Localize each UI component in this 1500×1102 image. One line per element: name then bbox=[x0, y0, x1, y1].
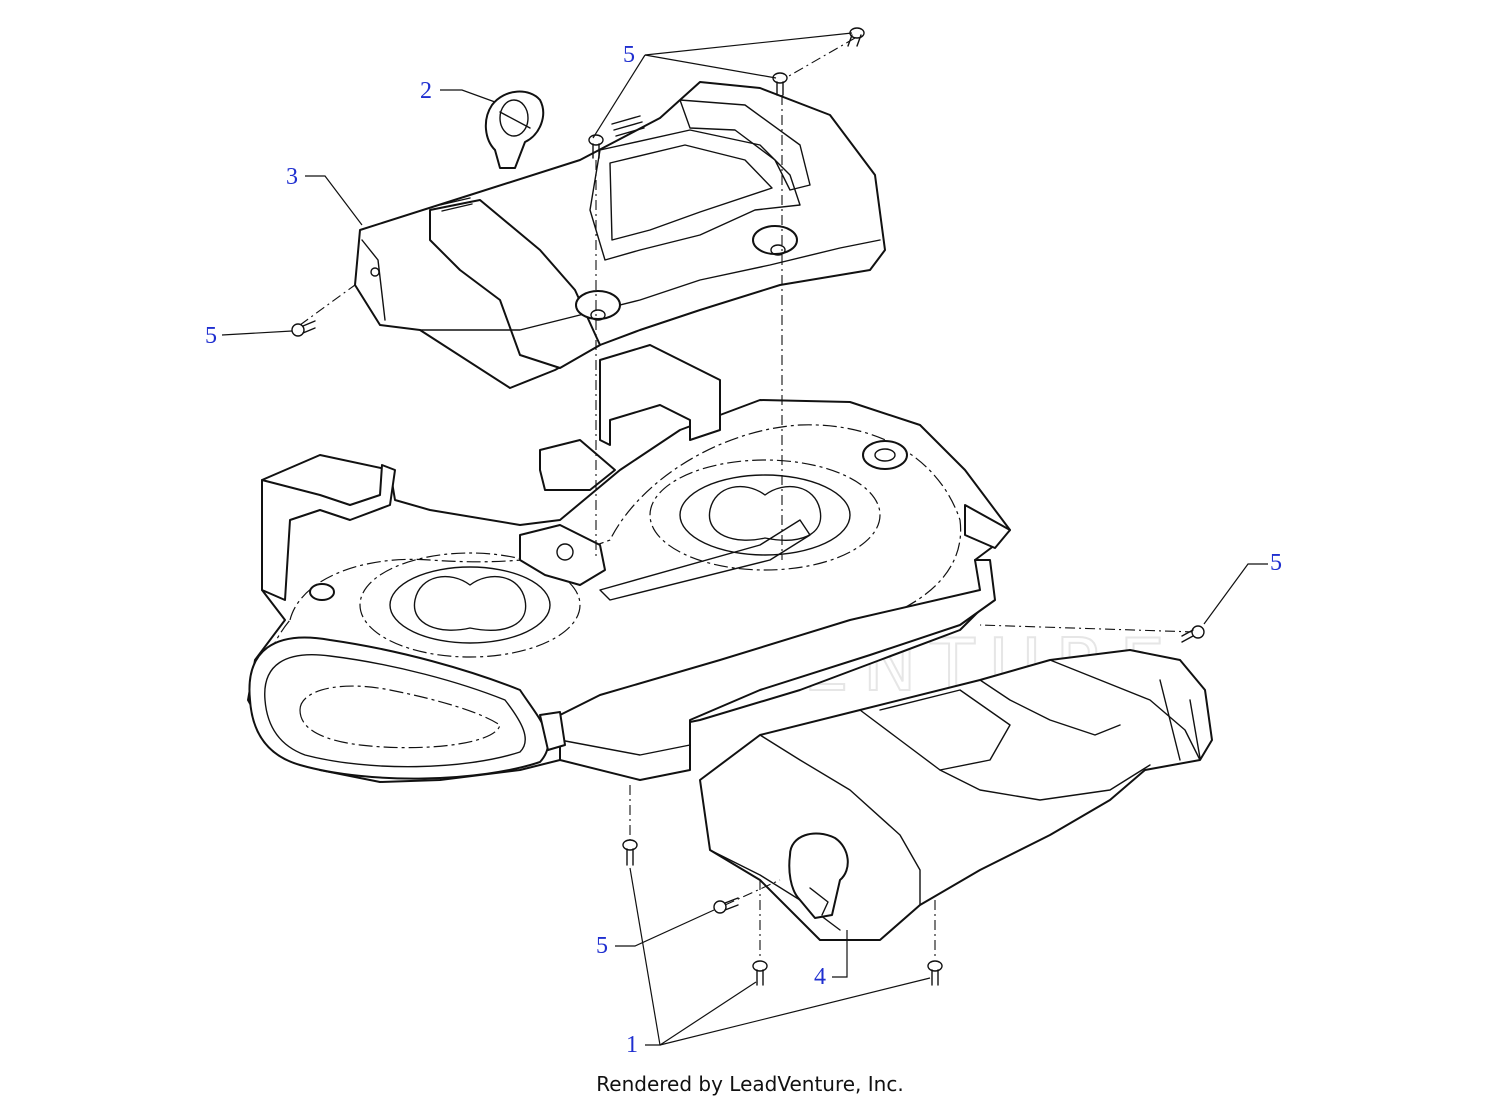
assembly-lines bbox=[299, 37, 1196, 960]
screw-icon bbox=[713, 897, 739, 914]
callout-2: 2 bbox=[420, 78, 432, 104]
leader-lines bbox=[221, 32, 1268, 1046]
screw-icon bbox=[588, 134, 604, 159]
callout-5-bottom: 5 bbox=[596, 933, 608, 959]
screw-icon bbox=[291, 320, 316, 337]
screws bbox=[291, 27, 1205, 986]
belt-cover-top bbox=[354, 81, 886, 389]
callout-3: 3 bbox=[286, 164, 298, 190]
callout-5-right: 5 bbox=[1270, 550, 1282, 576]
screw-icon bbox=[772, 72, 788, 96]
footer-credit: Rendered by LeadVenture, Inc. bbox=[596, 1072, 903, 1096]
callout-1: 1 bbox=[626, 1032, 638, 1058]
callout-4: 4 bbox=[814, 964, 826, 990]
screw-icon bbox=[622, 839, 638, 866]
mower-deck bbox=[247, 344, 1011, 783]
callout-5-left: 5 bbox=[205, 323, 217, 349]
screw-icon bbox=[752, 960, 768, 986]
belt-cover-front bbox=[699, 649, 1213, 941]
callout-5-top: 5 bbox=[623, 42, 635, 68]
screw-icon bbox=[1181, 625, 1205, 643]
screw-icon bbox=[927, 960, 943, 986]
screw-icon bbox=[847, 27, 865, 47]
callouts: 5 2 3 5 5 5 4 1 bbox=[205, 42, 1282, 1058]
knob-part bbox=[484, 90, 545, 169]
